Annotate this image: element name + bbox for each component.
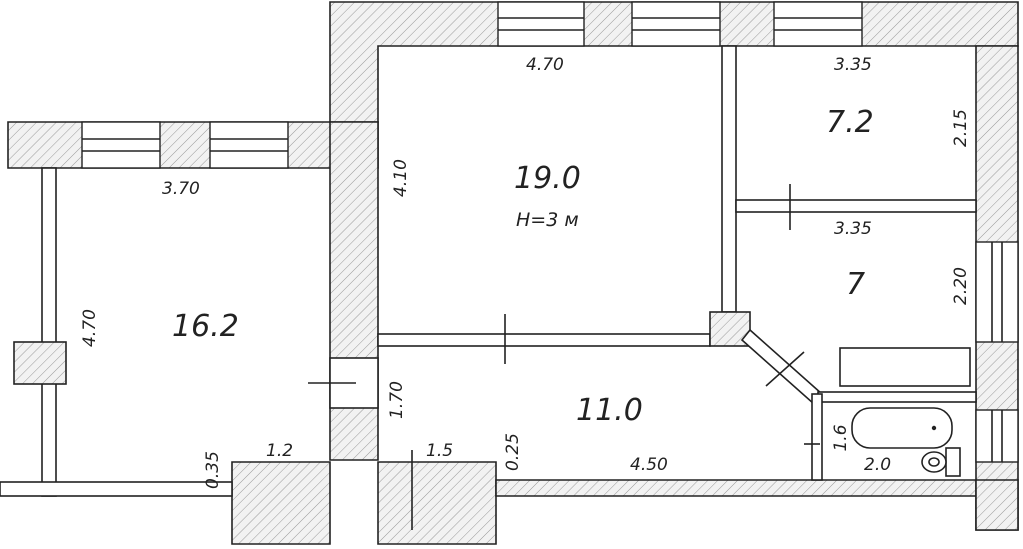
room-16-width: 3.70: [162, 179, 200, 199]
window-right-2: [975, 409, 1019, 463]
room-16-area: 16.2: [172, 309, 239, 344]
windows: [81, 1, 1019, 463]
bathtub-icon: [851, 407, 953, 449]
room-7-area: 7: [846, 267, 865, 302]
room-16-length: 4.70: [80, 309, 100, 347]
toilet-icon: [921, 447, 961, 477]
hall-area: 11.0: [576, 393, 643, 428]
dim-1-5: 1.5: [426, 441, 453, 461]
wall-bottom-right-corner: [975, 479, 1019, 531]
labels: 3.70 4.70 16.2 4.70 4.10 19.0 H=3 м 3.35…: [80, 55, 971, 489]
dim-1-2: 1.2: [266, 441, 293, 461]
room-7-2-length: 2.15: [951, 109, 971, 147]
window-right-1: [975, 241, 1019, 343]
room-19-width: 4.70: [526, 55, 564, 75]
window-top-2: [631, 1, 721, 47]
bath-width: 2.0: [864, 455, 891, 475]
pillar-left: [13, 341, 67, 385]
room-19-length: 4.10: [391, 159, 411, 197]
ceiling-height: H=3 м: [516, 209, 579, 231]
fixtures: [839, 347, 971, 477]
kitchen-counter: [839, 347, 971, 387]
dim-0-35: 0.35: [203, 451, 223, 489]
room-7-2-width: 3.35: [834, 55, 872, 75]
hall-length: 1.70: [387, 381, 407, 419]
wall-left-top: [7, 121, 379, 169]
room-19-area: 19.0: [514, 161, 581, 196]
bath-length: 1.6: [831, 424, 851, 451]
wall-middle-vertical: [329, 121, 379, 461]
window-left-2: [209, 121, 289, 169]
hall-offset: 0.25: [503, 433, 523, 471]
door-marks: [308, 184, 820, 530]
wall-bottom-right: [495, 479, 977, 497]
window-left-1: [81, 121, 161, 169]
left-thin-walls: [0, 167, 233, 497]
window-top-1: [497, 1, 585, 47]
wall-bottom-mid: [377, 461, 497, 545]
window-top-3: [773, 1, 863, 47]
wall-bottom-left: [231, 461, 331, 545]
room-7-length: 2.20: [951, 267, 971, 305]
hall-width: 4.50: [630, 455, 668, 475]
room-7-2-area: 7.2: [826, 105, 874, 140]
room-7-width: 3.35: [834, 219, 872, 239]
